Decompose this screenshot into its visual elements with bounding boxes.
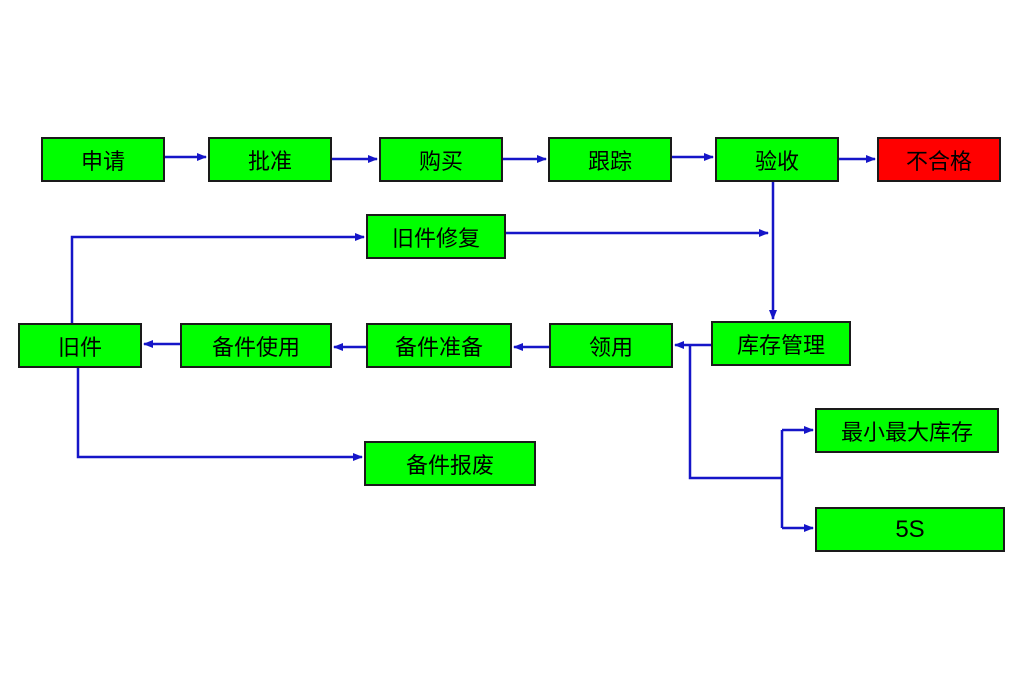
arrow-oldpart-to-scrap: [76, 368, 363, 461]
node-reject: 不合格: [877, 137, 1001, 182]
node-inspect: 验收: [715, 137, 839, 182]
node-approve: 批准: [208, 137, 332, 182]
node-5s: 5S: [815, 507, 1005, 552]
node-apply: 申请: [41, 137, 165, 182]
node-spare-prep: 备件准备: [366, 323, 512, 368]
node-spare-use: 备件使用: [180, 323, 332, 368]
node-spare-scrap: 备件报废: [364, 441, 536, 486]
connector-collect-branch: [688, 345, 782, 480]
node-min-max-inventory: 最小最大库存: [815, 408, 999, 453]
node-repair: 旧件修复: [366, 214, 506, 259]
arrow-oldpart-to-repair: [70, 233, 365, 323]
node-old-part: 旧件: [18, 323, 142, 368]
node-track: 跟踪: [548, 137, 672, 182]
node-inventory: 库存管理: [711, 321, 851, 366]
node-collect: 领用: [549, 323, 673, 368]
node-purchase: 购买: [379, 137, 503, 182]
